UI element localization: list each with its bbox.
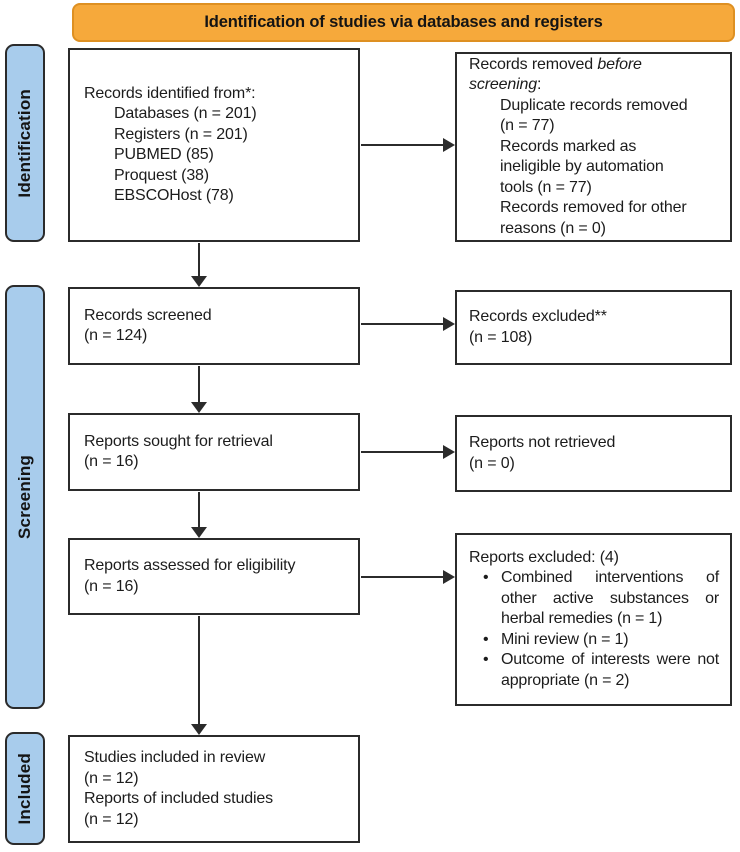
records-excluded-line: Records excluded** — [469, 308, 607, 325]
reports-excluded-bullet: • Combined interventions of other active… — [483, 568, 722, 630]
arrow-assessed-to-excluded — [361, 576, 444, 578]
box-records-identified: Records identified from*: Databases (n =… — [68, 48, 360, 242]
reports-not-retrieved-line: (n = 0) — [469, 454, 515, 472]
phase-included: Included — [5, 732, 45, 845]
banner-label: Identification of studies via databases … — [204, 13, 603, 31]
records-removed-item: Duplicate records removed (n = 77) — [500, 96, 688, 135]
studies-included-line: (n = 12) — [84, 810, 139, 828]
reports-assessed-line: Reports assessed for eligibility — [84, 557, 296, 574]
records-removed-item: Records marked as ineligible by automati… — [500, 137, 664, 196]
arrow-screened-to-excluded — [361, 323, 444, 325]
arrow-sought-to-not-retrieved — [361, 451, 444, 453]
reports-sought-line: (n = 16) — [84, 453, 139, 470]
records-identified-item: Registers (n = 201) — [114, 125, 248, 143]
reports-excluded-bullet-text: Combined interventions of other active s… — [501, 569, 719, 628]
records-excluded-line: (n = 108) — [469, 328, 533, 346]
arrowhead-screened-to-excluded — [443, 317, 455, 331]
arrow-sought-to-assessed — [198, 492, 200, 528]
reports-assessed-line: (n = 16) — [84, 577, 139, 595]
banner: Identification of studies via databases … — [72, 3, 735, 42]
reports-excluded-bullet: • Outcome of interests were not appropri… — [483, 650, 722, 691]
arrow-identified-to-screened — [198, 243, 200, 277]
records-removed-title-prefix: Records removed — [469, 55, 598, 73]
phase-screening: Screening — [5, 285, 45, 709]
reports-excluded-bullet-text: Outcome of interests were not appropriat… — [501, 651, 719, 689]
arrowhead-identified-to-removed — [443, 138, 455, 152]
box-records-excluded: Records excluded** (n = 108) — [455, 290, 732, 365]
arrowhead-identified-to-screened — [191, 276, 207, 287]
records-identified-item: EBSCOHost (78) — [114, 187, 234, 204]
reports-excluded-bullet: • Mini review (n = 1) — [483, 630, 722, 651]
box-reports-assessed: Reports assessed for eligibility (n = 16… — [68, 538, 360, 615]
records-identified-item: Databases (n = 201) — [114, 105, 257, 122]
box-records-removed: Records removed before screening: Duplic… — [455, 52, 732, 242]
phase-screening-label: Screening — [15, 455, 34, 539]
arrowhead-assessed-to-included — [191, 724, 207, 735]
studies-included-line: (n = 12) — [84, 769, 139, 787]
box-reports-sought: Reports sought for retrieval (n = 16) — [68, 413, 360, 491]
bullet-icon: • — [483, 569, 489, 587]
box-reports-not-retrieved: Reports not retrieved (n = 0) — [455, 415, 732, 492]
records-removed-title-suffix: : — [537, 76, 542, 94]
studies-included-line: Reports of included studies — [84, 790, 273, 807]
arrow-assessed-to-included — [198, 616, 200, 725]
bullet-icon: • — [483, 630, 489, 648]
arrowhead-screened-to-sought — [191, 402, 207, 413]
records-identified-item: Proquest (38) — [114, 166, 209, 184]
box-records-removed-title: Records removed before screening: — [469, 55, 707, 96]
records-removed-item: Records removed for other reasons (n = 0… — [500, 199, 687, 237]
records-identified-item: PUBMED (85) — [114, 146, 214, 163]
arrow-identified-to-removed — [361, 144, 444, 146]
box-records-screened: Records screened (n = 124) — [68, 287, 360, 365]
arrowhead-assessed-to-excluded — [443, 570, 455, 584]
reports-sought-line: Reports sought for retrieval — [84, 432, 273, 450]
records-screened-line: (n = 124) — [84, 327, 148, 344]
box-records-identified-title: Records identified from*: — [84, 84, 256, 102]
records-removed-title-italic: before screening — [469, 55, 642, 94]
reports-excluded-bullet-text: Mini review (n = 1) — [501, 630, 629, 648]
phase-included-label: Included — [15, 752, 34, 825]
box-reports-excluded: Reports excluded: (4) • Combined interve… — [455, 533, 732, 706]
studies-included-line: Studies included in review — [84, 749, 266, 766]
arrowhead-sought-to-not-retrieved — [443, 445, 455, 459]
arrowhead-sought-to-assessed — [191, 527, 207, 538]
box-studies-included: Studies included in review (n = 12) Repo… — [68, 735, 360, 843]
phase-identification: Identification — [5, 44, 45, 242]
box-reports-excluded-title: Reports excluded: (4) — [469, 548, 619, 566]
arrow-screened-to-sought — [198, 366, 200, 403]
phase-identification-label: Identification — [15, 88, 34, 198]
bullet-icon: • — [483, 651, 489, 669]
reports-not-retrieved-line: Reports not retrieved — [469, 434, 616, 451]
records-screened-line: Records screened — [84, 306, 212, 324]
